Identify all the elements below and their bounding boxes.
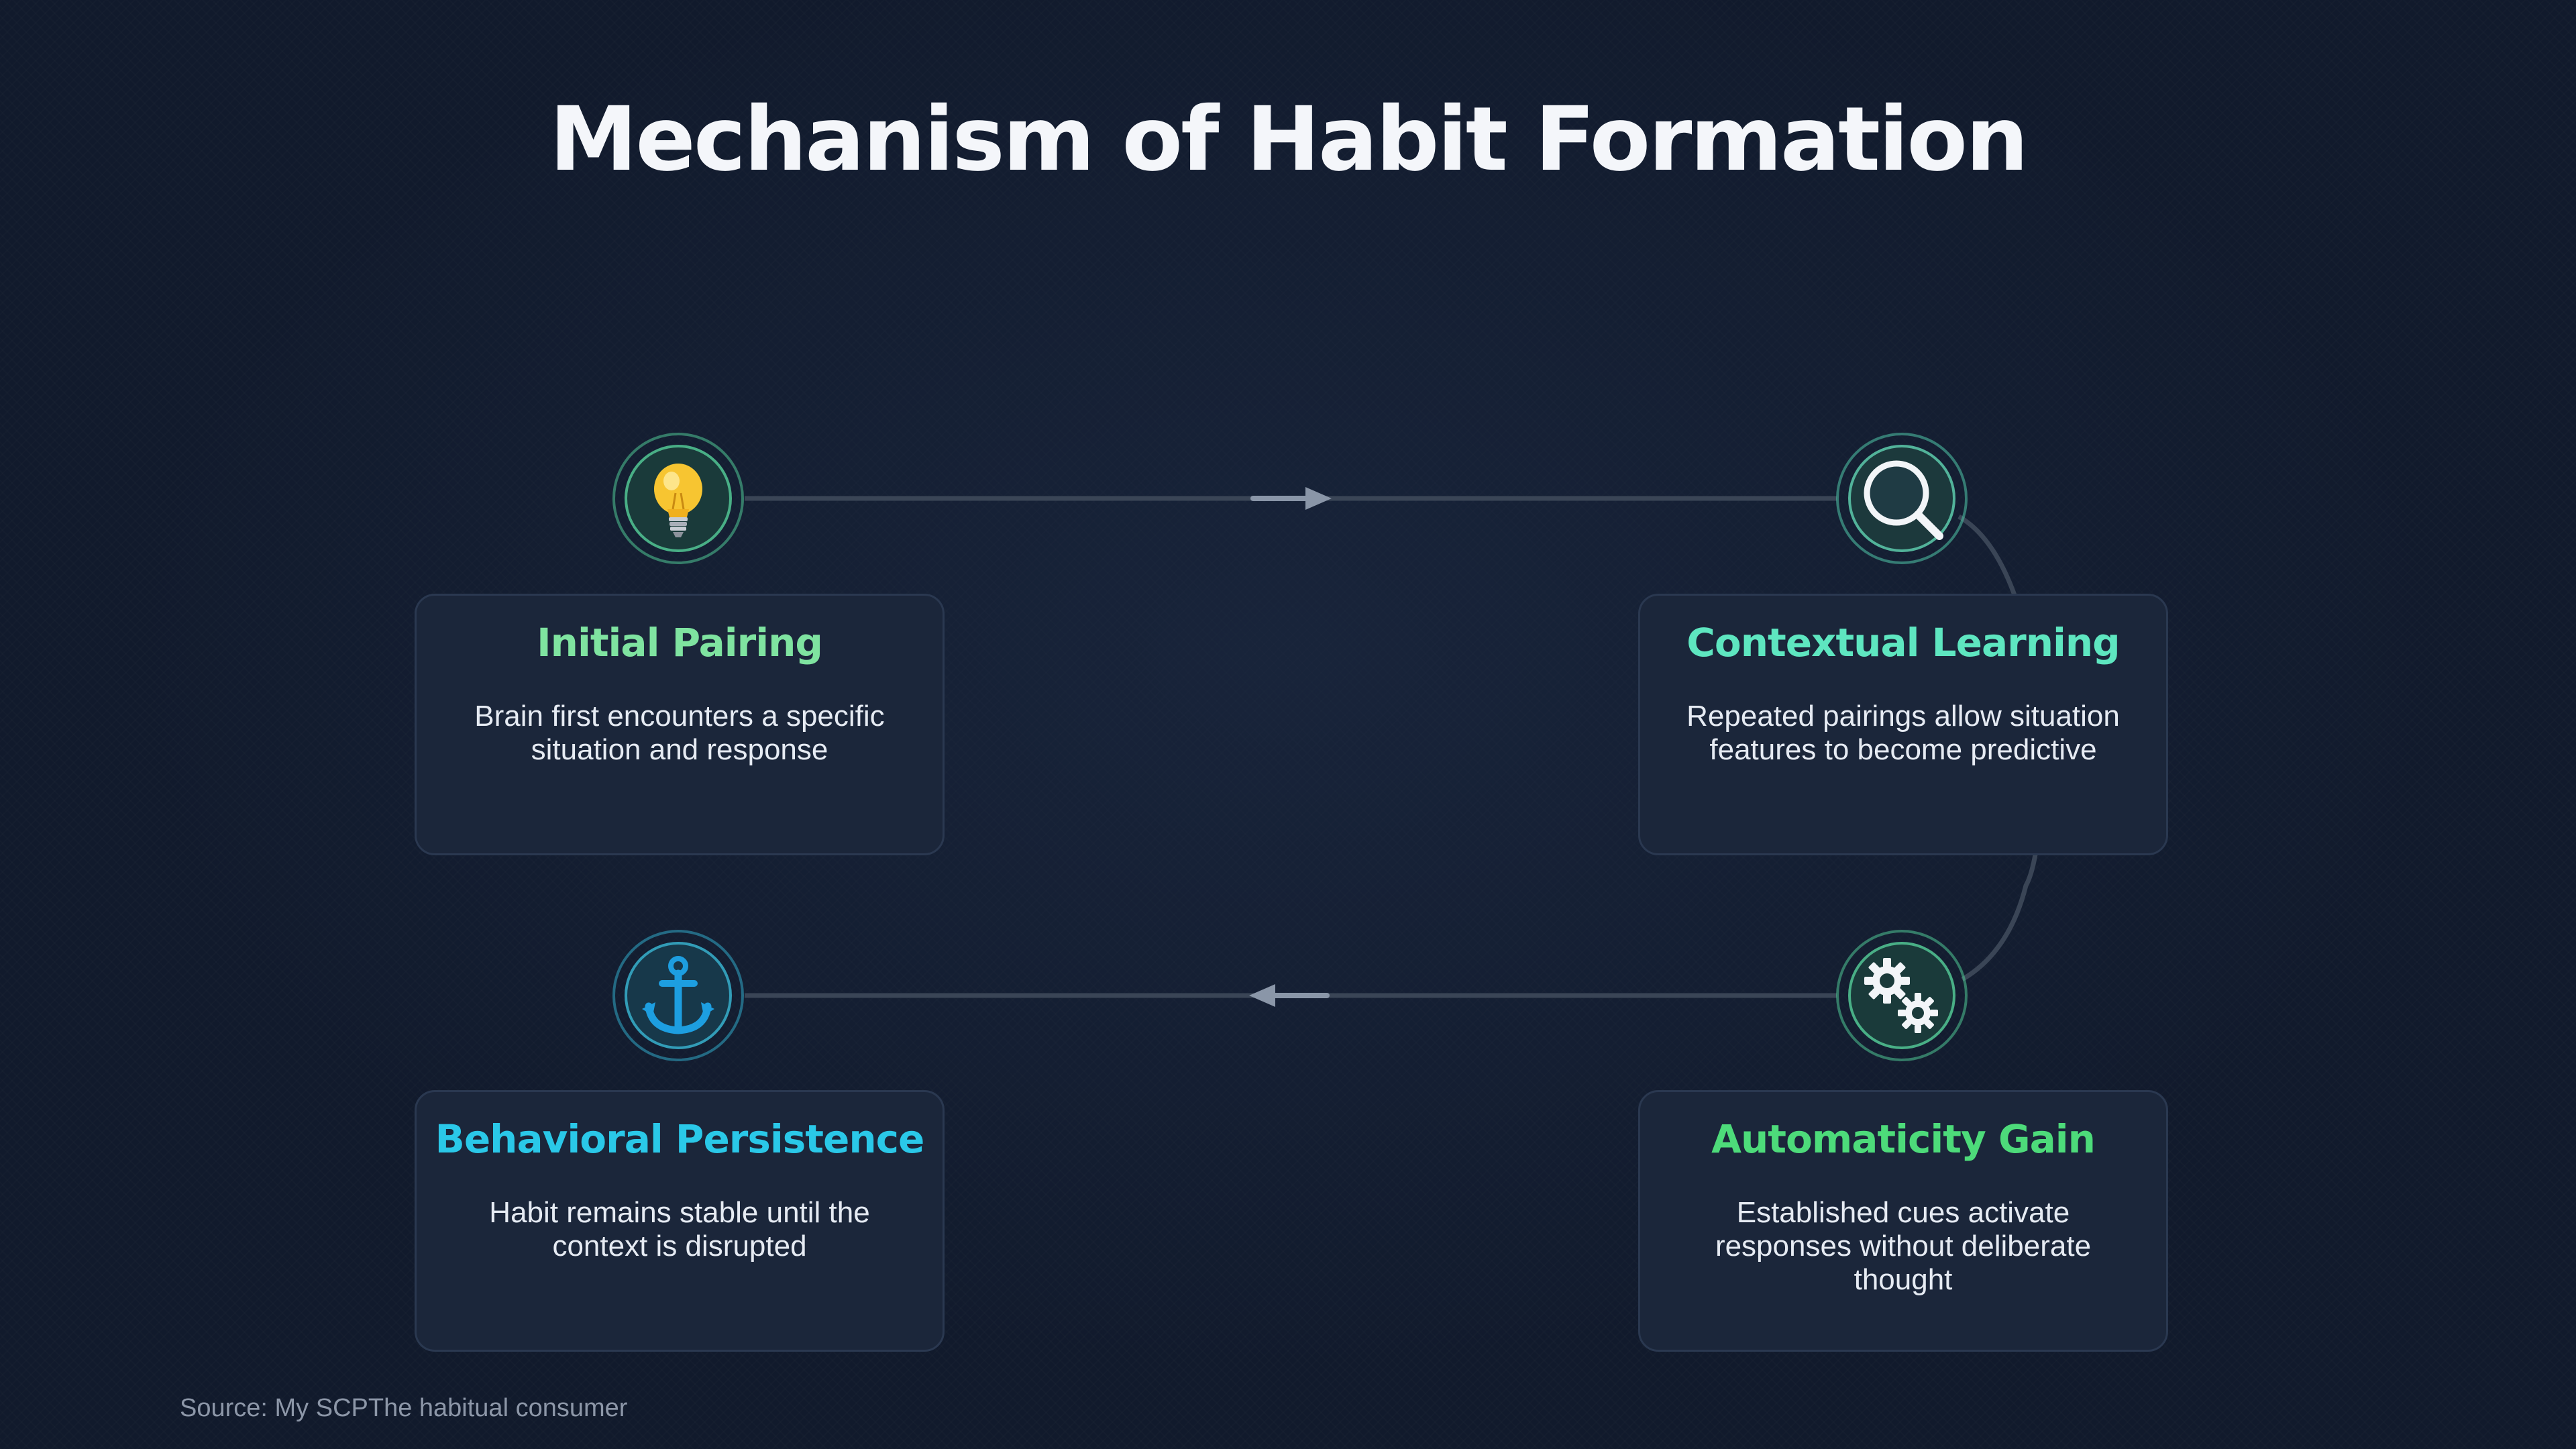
step-title: Automaticity Gain [1711,1116,2096,1162]
step-description: Habit remains stable until the context i… [489,1196,870,1263]
gears-icon [1864,958,1938,1033]
step-description: Brain first encounters a specific situat… [474,700,885,766]
node-initial-pairing [612,433,744,564]
node-contextual-learning [1836,433,1968,564]
step-title: Contextual Learning [1686,620,2120,665]
arrow-left-icon [1249,984,1330,1007]
step-description: Repeated pairings allow situation featur… [1686,700,2120,766]
anchor-icon [642,956,714,1034]
arrow-right-icon [1250,487,1332,510]
card-behavioral-persistence: Behavioral Persistence Habit remains sta… [415,1090,945,1352]
node-automaticity-gain [1836,930,1968,1061]
card-initial-pairing: Initial Pairing Brain first encounters a… [415,594,945,855]
card-contextual-learning: Contextual Learning Repeated pairings al… [1638,594,2168,855]
step-description: Established cues activate responses with… [1715,1196,2092,1296]
step-title: Initial Pairing [537,620,823,665]
source-note: Source: My SCPThe habitual consumer [180,1394,628,1422]
step-title: Behavioral Persistence [435,1116,925,1162]
diagram-title: Mechanism of Habit Formation [549,88,2029,191]
node-behavioral-persistence [612,930,744,1061]
magnifier-icon [1864,460,1943,540]
card-automaticity-gain: Automaticity Gain Established cues activ… [1638,1090,2168,1352]
lightbulb-icon [654,464,702,537]
